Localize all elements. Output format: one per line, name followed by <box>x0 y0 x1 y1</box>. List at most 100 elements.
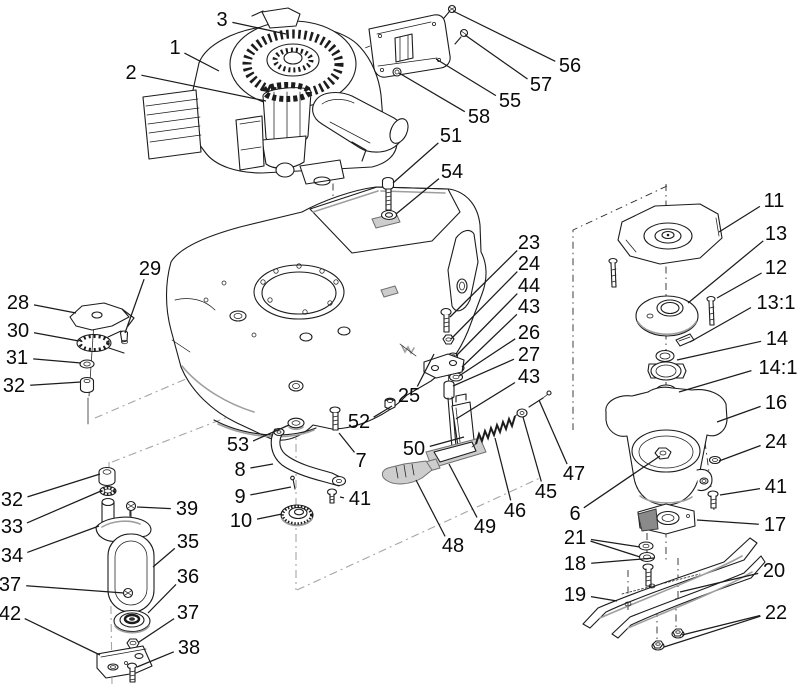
callout-37-52: 37 <box>177 602 199 624</box>
cable-assembly <box>381 390 552 485</box>
callout-13:1-12: 13:1 <box>757 292 796 314</box>
opening-rivets <box>260 263 339 315</box>
leader-line-39 <box>136 506 171 510</box>
callout-57-4: 57 <box>530 74 552 96</box>
bolt-7 <box>329 406 341 431</box>
blade-19 <box>582 537 758 629</box>
leader-line-18 <box>591 557 655 564</box>
leader-line-35 <box>152 547 176 568</box>
leader-line-43 <box>455 381 516 420</box>
leader-line-14 <box>676 340 762 361</box>
callout-29-39: 29 <box>139 258 161 280</box>
callout-18-37: 18 <box>564 553 586 575</box>
leader-line-58 <box>398 72 466 113</box>
leader-line-36 <box>147 583 177 614</box>
blade-assembly <box>582 537 766 651</box>
leader-line-26 <box>458 338 516 377</box>
leader-line-20 <box>679 572 759 593</box>
lock-washer-33 <box>99 485 117 497</box>
leader-line-7 <box>338 432 355 453</box>
leader-line-23 <box>449 250 518 318</box>
callout-30-41: 30 <box>7 320 29 342</box>
leader-line-44 <box>455 293 518 357</box>
left-bracket-chain <box>69 302 135 394</box>
deck-bolt-and-washer <box>380 176 399 298</box>
callout-32-44: 32 <box>1 489 23 511</box>
nut-58 <box>392 67 402 77</box>
leader-line-13:1 <box>689 306 752 343</box>
screw-56 <box>443 4 457 19</box>
leader-line-32 <box>27 473 101 498</box>
bolt-41-mid <box>326 488 338 504</box>
callout-26-25: 26 <box>518 322 540 344</box>
callout-39-49: 39 <box>176 498 198 520</box>
callout-41-17: 41 <box>765 476 787 498</box>
leader-line-2 <box>141 74 267 102</box>
callout-24-16: 24 <box>765 431 787 453</box>
washer-24-right <box>708 455 722 465</box>
callout-53-54: 53 <box>227 434 249 456</box>
callout-10-57: 10 <box>230 510 252 532</box>
callout-41-58: 41 <box>349 488 371 510</box>
callout-55-5: 55 <box>499 90 521 112</box>
leader-line-56 <box>452 10 556 62</box>
callout-52-60: 52 <box>348 411 370 433</box>
leader-line-28 <box>33 304 77 314</box>
leader-line-51 <box>392 142 439 184</box>
callout-24-22: 24 <box>518 253 540 275</box>
callout-25-28: 25 <box>398 385 420 407</box>
bolt-left <box>608 257 618 288</box>
leader-line-31 <box>33 358 82 364</box>
callout-43-24: 43 <box>518 296 540 318</box>
washer-31 <box>79 359 95 369</box>
leader-line-8 <box>250 463 274 469</box>
pin-47 <box>528 390 552 408</box>
bracket-42 <box>96 645 153 679</box>
deck-rear-horn <box>447 229 479 312</box>
idler-assembly <box>95 466 155 683</box>
callout-49-32: 49 <box>474 516 496 538</box>
engine <box>142 7 409 186</box>
callout-37-47: 37 <box>0 574 21 596</box>
callout-43-27: 43 <box>518 366 540 388</box>
engine-mount-plateau <box>309 186 461 254</box>
callout-50-34: 50 <box>403 438 425 460</box>
screw-57 <box>454 28 469 45</box>
spindle-opening <box>253 264 345 320</box>
callout-20-19: 20 <box>763 560 785 582</box>
leader-line-41 <box>719 487 761 496</box>
nut-52 <box>384 397 396 411</box>
bushing-32-lower <box>98 466 116 487</box>
leader-line-55 <box>435 58 497 97</box>
callout-17-18: 17 <box>764 514 786 536</box>
mower-deck <box>166 186 487 441</box>
callout-14:1-14: 14:1 <box>759 357 798 379</box>
pin-9 <box>290 475 296 490</box>
idler-pulley-36 <box>113 609 151 634</box>
leader-line-32 <box>30 381 82 386</box>
bushing-32-upper <box>79 376 95 394</box>
leader-line-12 <box>716 272 762 299</box>
callout-31-42: 31 <box>6 347 28 369</box>
wave-washer-30 <box>76 330 125 354</box>
curved-arm-8 <box>270 427 347 487</box>
callout-19-38: 19 <box>564 584 586 606</box>
leader-line-37 <box>138 618 175 643</box>
leader-line-10 <box>256 513 283 520</box>
bracket-28 <box>69 302 130 331</box>
leader-line-1 <box>184 52 220 72</box>
cylinder-fins <box>142 89 202 160</box>
bearing-14-large <box>647 361 687 381</box>
callout-47-29: 47 <box>563 463 585 485</box>
callout-46-31: 46 <box>504 500 526 522</box>
leader-line-45 <box>522 416 542 482</box>
cable-grip-48 <box>381 460 433 485</box>
bolt-23 <box>440 307 452 333</box>
callout-11-9: 11 <box>764 190 785 212</box>
leader-line-21 <box>590 538 641 548</box>
callout-28-40: 28 <box>7 292 29 314</box>
callout-14-13: 14 <box>766 328 788 350</box>
leader-line-57 <box>464 34 528 80</box>
callout-44-23: 44 <box>518 275 540 297</box>
